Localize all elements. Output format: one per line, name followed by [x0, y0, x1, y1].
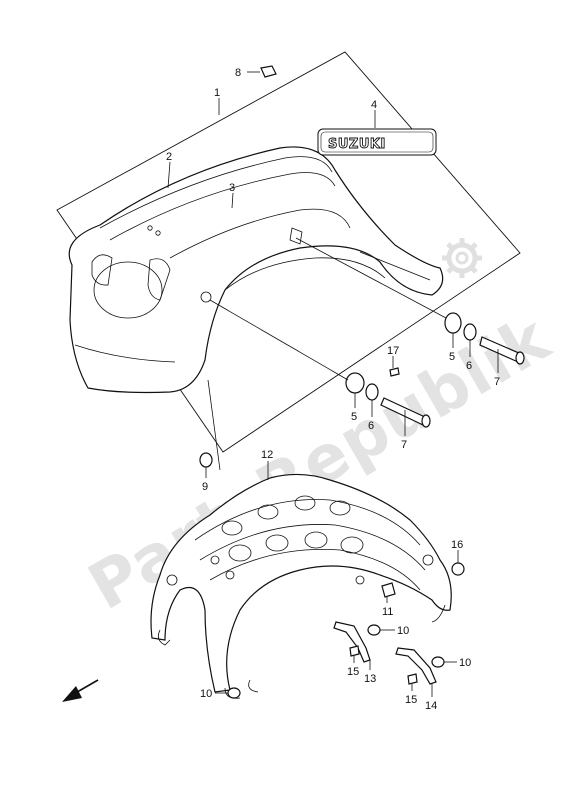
callout-15-right: 15: [405, 694, 417, 706]
rear-fender: [68, 146, 444, 394]
callout-10-mid: 10: [397, 625, 409, 637]
nut-part-10c: [227, 687, 241, 699]
emblem-text: SUZUKI: [328, 137, 386, 152]
callout-8: 8: [235, 67, 241, 79]
callout-5-upper: 5: [449, 351, 455, 363]
label-part-11: [381, 582, 396, 598]
callout-15-left: 15: [347, 666, 359, 678]
callout-7-lower: 7: [401, 439, 407, 451]
gear-icon: [442, 238, 482, 278]
callout-12: 12: [261, 449, 273, 461]
callout-6-upper: 6: [466, 360, 472, 372]
inner-fender: [150, 473, 452, 699]
callout-10-left: 10: [200, 688, 212, 700]
nut-part-9: [199, 452, 213, 468]
nut-part-10b: [431, 656, 445, 668]
callouts: 1 2 3 4 5 5 6 6 7 7 8 9 10 10 10 11 12 1…: [166, 67, 500, 712]
callout-7-upper: 7: [494, 376, 500, 388]
assembly-lines: [207, 237, 447, 471]
callout-17: 17: [387, 345, 399, 357]
screw-part-15b: [407, 673, 418, 685]
callout-3: 3: [229, 182, 235, 194]
callout-13: 13: [364, 673, 376, 685]
nut-part-10a: [367, 624, 381, 636]
callout-2: 2: [166, 151, 172, 163]
callout-4: 4: [371, 99, 377, 111]
screw-part-15a: [349, 645, 360, 657]
bolt-set-lower: [345, 372, 431, 428]
callout-5-lower: 5: [351, 411, 357, 423]
arrow-icon: [62, 679, 99, 702]
emblem: SUZUKI: [317, 128, 437, 156]
callout-11: 11: [382, 606, 393, 618]
bracket-part-14: [395, 647, 437, 685]
callout-6-lower: 6: [368, 420, 374, 432]
bolt-set-upper: [444, 312, 525, 365]
callout-leaders: [167, 71, 499, 697]
callout-16: 16: [451, 539, 463, 551]
screw-part-17: [389, 367, 400, 377]
grommet-part-16: [451, 562, 465, 576]
clip-part-8: [260, 65, 277, 78]
callout-10-right: 10: [459, 657, 471, 669]
callout-14: 14: [425, 700, 437, 712]
bracket-part-13: [333, 621, 371, 663]
callout-1: 1: [214, 87, 220, 99]
callout-9: 9: [202, 481, 208, 493]
